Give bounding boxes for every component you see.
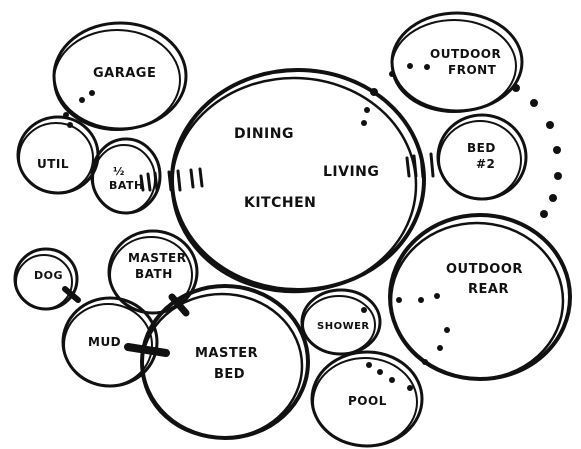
garage-bubble (52, 21, 188, 131)
shower-label: SHOWER (317, 321, 370, 332)
dog-mud-connector (62, 286, 81, 303)
garage-label: GARAGE (93, 66, 156, 81)
util-label: UTIL (37, 157, 69, 171)
util-bubble (16, 115, 100, 195)
central-bed2-hatch-link (405, 152, 435, 179)
outdoor-rear-label-line1: OUTDOOR (446, 262, 523, 277)
dog-label: DOG (34, 269, 63, 282)
pool-bubble (310, 350, 424, 448)
outdoor-front-label-line2: FRONT (448, 63, 497, 77)
half-bath-label-line1: ½ (113, 165, 125, 178)
outdoor-rear-bubble (388, 213, 572, 381)
outdoor-rear-label-line2: REAR (468, 282, 509, 297)
outdoor-rear-pool-dotted-link (361, 293, 450, 391)
master-bed-bubble (140, 284, 310, 440)
outdoor-front-rear-dotted-link (512, 84, 562, 218)
master-bath-bubble (107, 229, 199, 315)
dog-bubble (13, 247, 79, 311)
bed2-label-line2: #2 (476, 157, 495, 171)
garage-util-dotted-link (63, 90, 95, 128)
kitchen-label: KITCHEN (244, 195, 316, 211)
master-bath-bed-connector (168, 293, 190, 317)
half-bath-bubble (90, 137, 162, 215)
half-bath-central-hatch-link (139, 167, 204, 192)
outdoor-front-label-line1: OUTDOOR (430, 47, 501, 61)
shower-bubble (300, 288, 382, 356)
mud-master-bed-connector (124, 343, 170, 357)
outdoor-front-bubble (390, 11, 524, 113)
half-bath-label-line2: BATH (109, 179, 144, 192)
mud-bubble (61, 296, 159, 388)
pool-label: POOL (348, 394, 387, 408)
master-bath-label-line2: BATH (135, 267, 173, 281)
central-outdoor-front-dotted-link (361, 63, 430, 126)
dining-label: DINING (234, 126, 294, 142)
master-bed-label-line1: MASTER (195, 346, 258, 361)
master-bed-label-line2: BED (214, 367, 245, 382)
bed2-label-line1: BED (467, 141, 496, 155)
mud-label: MUD (88, 335, 121, 349)
living-label: LIVING (323, 164, 379, 180)
central-living-bubble (170, 68, 426, 294)
bed2-bubble (436, 113, 528, 201)
master-bath-label-line1: MASTER (128, 251, 187, 265)
